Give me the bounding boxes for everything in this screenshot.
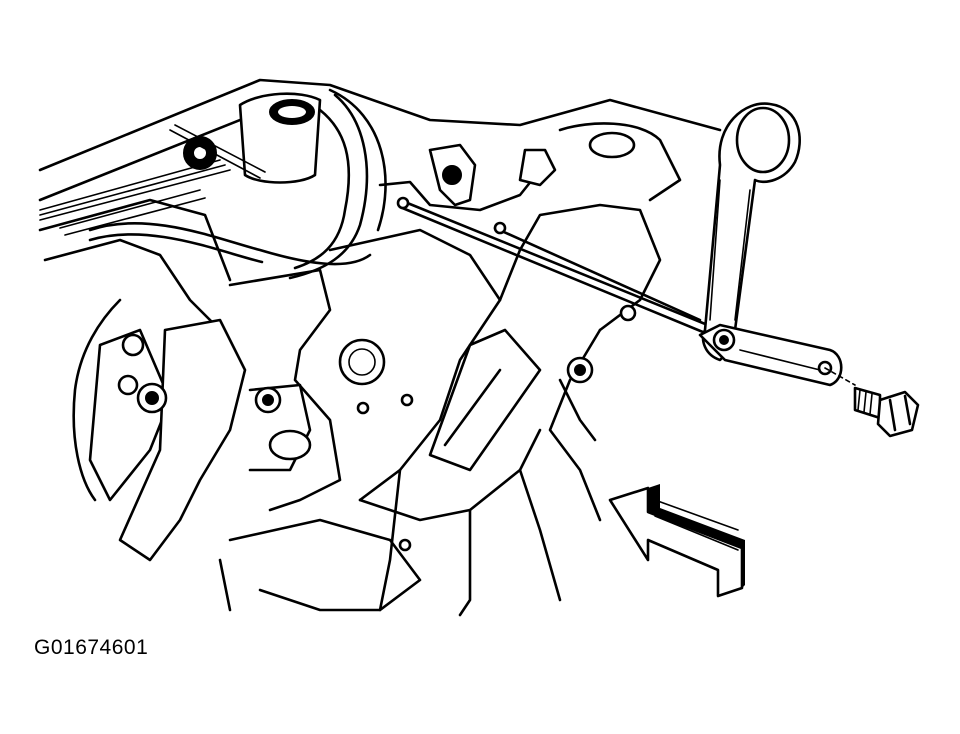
dipstick-rod [396, 196, 722, 339]
crank-bracket [698, 102, 843, 387]
top-left-nut [169, 124, 266, 179]
direction-arrow [608, 484, 745, 598]
engine-block [38, 78, 722, 617]
upper-bracket [378, 122, 682, 212]
housing-cap [238, 88, 387, 280]
right-nut [558, 304, 637, 442]
core-plug [338, 338, 414, 552]
mounting-bolt [824, 367, 920, 438]
left-mount [88, 318, 312, 562]
figure-id-label: G01674601 [34, 636, 149, 659]
hose-lines [39, 159, 372, 266]
